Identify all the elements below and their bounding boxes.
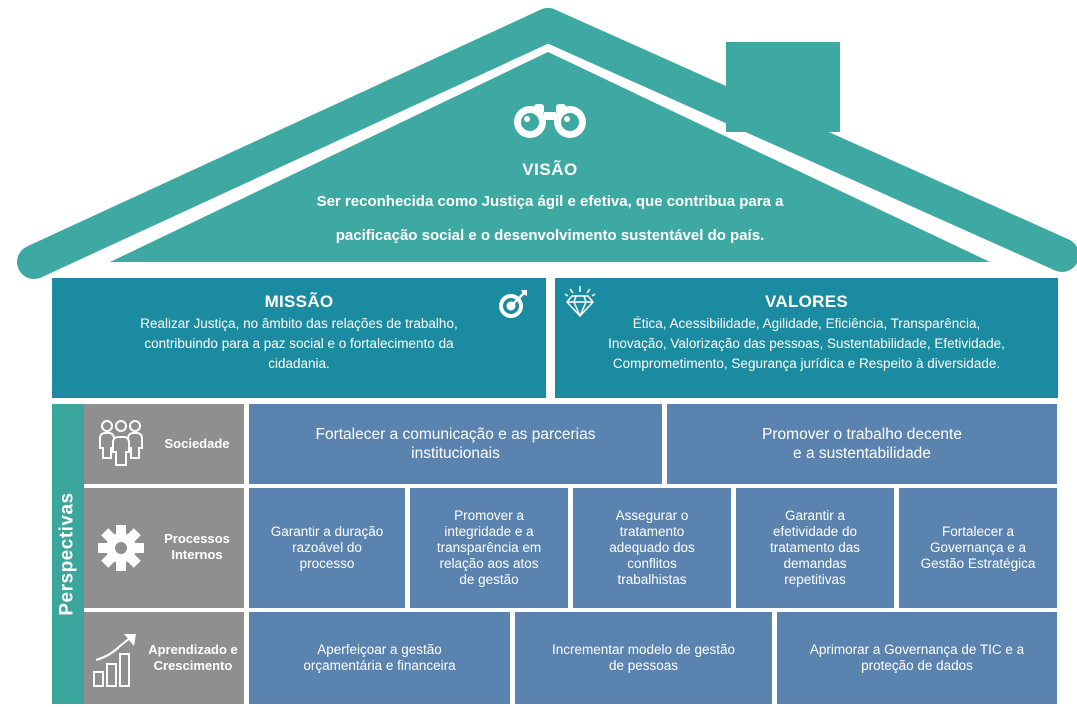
objective-line: tratamento (619, 524, 685, 539)
objective-line: efetividade do (772, 524, 858, 539)
objective-box: Incrementar modelo de gestão de pessoas (515, 612, 772, 704)
objective-line: Incrementar modelo de gestão (551, 642, 736, 657)
perspective-label-line: Internos (171, 547, 223, 562)
diamond-icon (564, 286, 596, 318)
visao-title: VISÃO (522, 160, 578, 179)
objective-box: Fortalecer a comunicação e as parcerias … (249, 404, 662, 484)
valores-line: Inovação, Valorização das pessoas, Suste… (608, 336, 1005, 351)
objective-line: integridade e a (444, 524, 534, 539)
objective-line: Garantir a (784, 508, 846, 523)
objective-line: processo (299, 556, 355, 571)
objective-line: Aperfeiçoar a gestão (317, 642, 442, 657)
perspective-label-line: Crescimento (153, 658, 233, 673)
objective-line: proteção de dados (861, 658, 973, 673)
objective-line: trabalhistas (617, 572, 687, 587)
valores-line: Ética, Acessibilidade, Agilidade, Eficiê… (632, 316, 981, 331)
objective-line: transparência em (436, 540, 542, 555)
objective-box: Promover a integridade e a transparência… (410, 488, 568, 608)
objective-line: demandas (783, 556, 847, 571)
objective-line: Assegurar o (615, 508, 689, 523)
valores-text: Ética, Acessibilidade, Agilidade, Eficiê… (555, 314, 1058, 374)
people-icon (99, 420, 143, 466)
objective-line: e a sustentabilidade (793, 445, 931, 462)
growth-chart-icon (93, 634, 136, 687)
objective-box: Aperfeiçoar a gestão orçamentária e fina… (249, 612, 510, 704)
objective-line: repetitivas (784, 572, 846, 587)
perspective-processos-internos: Processos Internos (84, 488, 244, 608)
valores-title: VALORES (764, 292, 849, 311)
objective-line: de pessoas (608, 658, 679, 673)
perspective-sociedade: Sociedade (84, 404, 244, 484)
objective-line: Promover a (454, 508, 524, 523)
objective-box: Promover o trabalho decente e a sustenta… (667, 404, 1057, 484)
missao-line: cidadania. (268, 356, 330, 371)
objective-box: Aprimorar a Governança de TIC e a proteç… (777, 612, 1057, 704)
objective-line: Governança e a (929, 540, 1027, 555)
perspective-label: Aprendizado e Crescimento (142, 642, 244, 674)
objective-box: Fortalecer a Governança e a Gestão Estra… (899, 488, 1057, 608)
objective-line: relação aos atos (439, 556, 539, 571)
objective-line: orçamentária e financeira (303, 658, 456, 673)
objective-line: Garantir a duração (270, 524, 384, 539)
objective-line: Fortalecer a comunicação e as parcerias (315, 426, 596, 443)
objective-line: tratamento das (769, 540, 861, 555)
objective-line: de gestão (459, 572, 519, 587)
objective-line: institucionais (411, 445, 500, 462)
objective-line: Aprimorar a Governança de TIC e a (809, 642, 1025, 657)
objective-line: razoável do (292, 540, 362, 555)
objective-box: Assegurar o tratamento adequado dos conf… (573, 488, 731, 608)
objective-line: Promover o trabalho decente (762, 426, 962, 443)
missao-line: Realizar Justiça, no âmbito das relações… (140, 316, 458, 331)
objective-line: Fortalecer a (941, 524, 1015, 539)
perspective-label-line: Aprendizado e (148, 642, 238, 657)
objective-line: conflitos (627, 556, 677, 571)
gear-icon (98, 525, 144, 571)
binoculars-icon (514, 104, 586, 138)
perspective-label: Processos Internos (150, 531, 244, 563)
valores-line: Comprometimento, Segurança jurídica e Re… (612, 356, 1001, 371)
valores-panel: VALORES Ética, Acessibilidade, Agilidade… (555, 278, 1058, 398)
missao-line: contribuindo para a paz social e o forta… (144, 336, 454, 351)
perspectivas-text: Perspectivas (57, 492, 78, 616)
objective-box: Garantir a duração razoável do processo (249, 488, 405, 608)
target-icon (499, 290, 527, 318)
visao-text-line1: Ser reconhecida como Justiça ágil e efet… (316, 193, 784, 210)
objective-box: Garantir a efetividade do tratamento das… (736, 488, 894, 608)
missao-title: MISSÃO (264, 292, 334, 311)
missao-panel: MISSÃO Realizar Justiça, no âmbito das r… (52, 278, 546, 398)
perspective-label: Sociedade (164, 436, 230, 451)
objective-line: Gestão Estratégica (920, 556, 1036, 571)
perspective-label-line: Processos (164, 531, 230, 546)
visao-text-line2: pacificação social e o desenvolvimento s… (335, 227, 765, 244)
missao-text: Realizar Justiça, no âmbito das relações… (112, 314, 486, 374)
objective-line: adequado dos (609, 540, 695, 555)
perspectivas-label: Perspectivas (52, 404, 84, 704)
roof (17, 8, 1077, 279)
perspective-aprendizado-crescimento: Aprendizado e Crescimento (84, 612, 244, 704)
